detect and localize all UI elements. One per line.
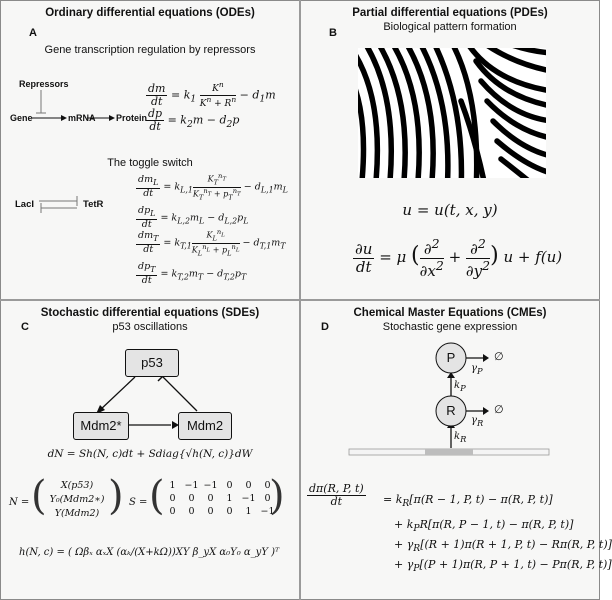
panel-d-title: Chemical Master Equations (CMEs)	[353, 307, 547, 319]
n-vector: X(p53) Y₀(Mdm2∗) Y(Mdm2)	[45, 479, 109, 521]
panel-b-title: Partial differential equations (PDEs)	[352, 7, 548, 19]
panel-d-subtitle: Stochastic gene expression	[382, 321, 518, 333]
n-vector-entry: X(p53)	[60, 480, 94, 491]
panel-a-title: Ordinary differential equations (ODEs)	[45, 7, 255, 19]
panel-cme: Chemical Master Equations (CMEs) Stochas…	[301, 301, 612, 599]
horizontal-divider	[0, 299, 600, 301]
p53-node: p53	[125, 349, 179, 377]
n-vector-bracket-left: (	[31, 473, 47, 519]
toggle-switch-title: The toggle switch	[107, 157, 193, 169]
panel-b-letter: B	[329, 27, 337, 39]
tetr-label: TetR	[83, 199, 104, 210]
cme-line-3: + γR[(R + 1)π(R + 1, P, t) − Rπ(R, P, t)…	[394, 538, 612, 555]
rate-gamma-p: γP	[471, 363, 483, 376]
rate-k-p: kP	[454, 380, 466, 393]
cme-line-2: + kPR[π(R, P − 1, t) − π(R, P, t)]	[394, 518, 574, 535]
n-vector-bracket-right: )	[108, 473, 124, 519]
s-matrix-bracket-right: )	[269, 473, 285, 519]
s-matrix-bracket-left: (	[149, 473, 165, 519]
panel-c-letter: C	[21, 321, 29, 333]
eq-sde: dN = Sh(N, c)dt + Sdiag{√h(N, c)}dW	[47, 448, 253, 460]
n-vector-entry: Y(Mdm2)	[54, 508, 100, 519]
eq-u-definition: u = u(t, x, y)	[402, 201, 498, 219]
panel-ode: Ordinary differential equations (ODEs) A…	[1, 1, 299, 299]
h-vector: h(N, c) = ( Ωβₓ αₓX (αₖ/(X+kΩ))XY β_yX α…	[19, 547, 280, 558]
panel-b-subtitle: Biological pattern formation	[383, 21, 517, 33]
degradation-r-symbol: ∅	[494, 404, 504, 416]
protein-label: Protein	[116, 113, 148, 123]
panel-sde: Stochastic differential equations (SDEs)…	[1, 301, 299, 599]
gene-regulation-title: Gene transcription regulation by repress…	[44, 44, 256, 56]
rate-k-r: kR	[454, 431, 467, 444]
zebra-pattern-image	[358, 48, 546, 178]
degradation-p-symbol: ∅	[494, 351, 504, 363]
n-vector-label: N =	[9, 497, 30, 508]
protein-node: P	[446, 350, 456, 365]
panel-a-letter: A	[29, 27, 37, 39]
cme-line-1: = kR[π(R − 1, P, t) − π(R, P, t)]	[383, 493, 553, 510]
mdm2-star-node: Mdm2*	[73, 412, 129, 440]
mrna-label: mRNA	[68, 113, 96, 123]
gene-label: Gene	[10, 113, 33, 123]
repression-diagram	[31, 90, 115, 213]
rna-node: R	[446, 403, 456, 418]
cme-lhs: dπ(R, P, t)dt	[307, 482, 366, 509]
repressors-label: Repressors	[19, 79, 69, 89]
laci-label: LacI	[15, 199, 35, 210]
rate-gamma-r: γR	[471, 415, 484, 428]
mdm2-node: Mdm2	[178, 412, 232, 440]
s-matrix-label: S =	[129, 497, 148, 508]
panel-c-subtitle: p53 oscillations	[112, 321, 188, 333]
n-vector-entry: Y₀(Mdm2∗)	[49, 494, 105, 505]
panel-c-title: Stochastic differential equations (SDEs)	[40, 307, 260, 319]
gene-expression-diagram	[348, 342, 550, 456]
panel-d-letter: D	[321, 321, 329, 333]
cme-line-4: + γP[(P + 1)π(R, P + 1, t) − Pπ(R, P, t)…	[394, 558, 612, 575]
panel-pde: Partial differential equations (PDEs) Bi…	[301, 1, 599, 299]
